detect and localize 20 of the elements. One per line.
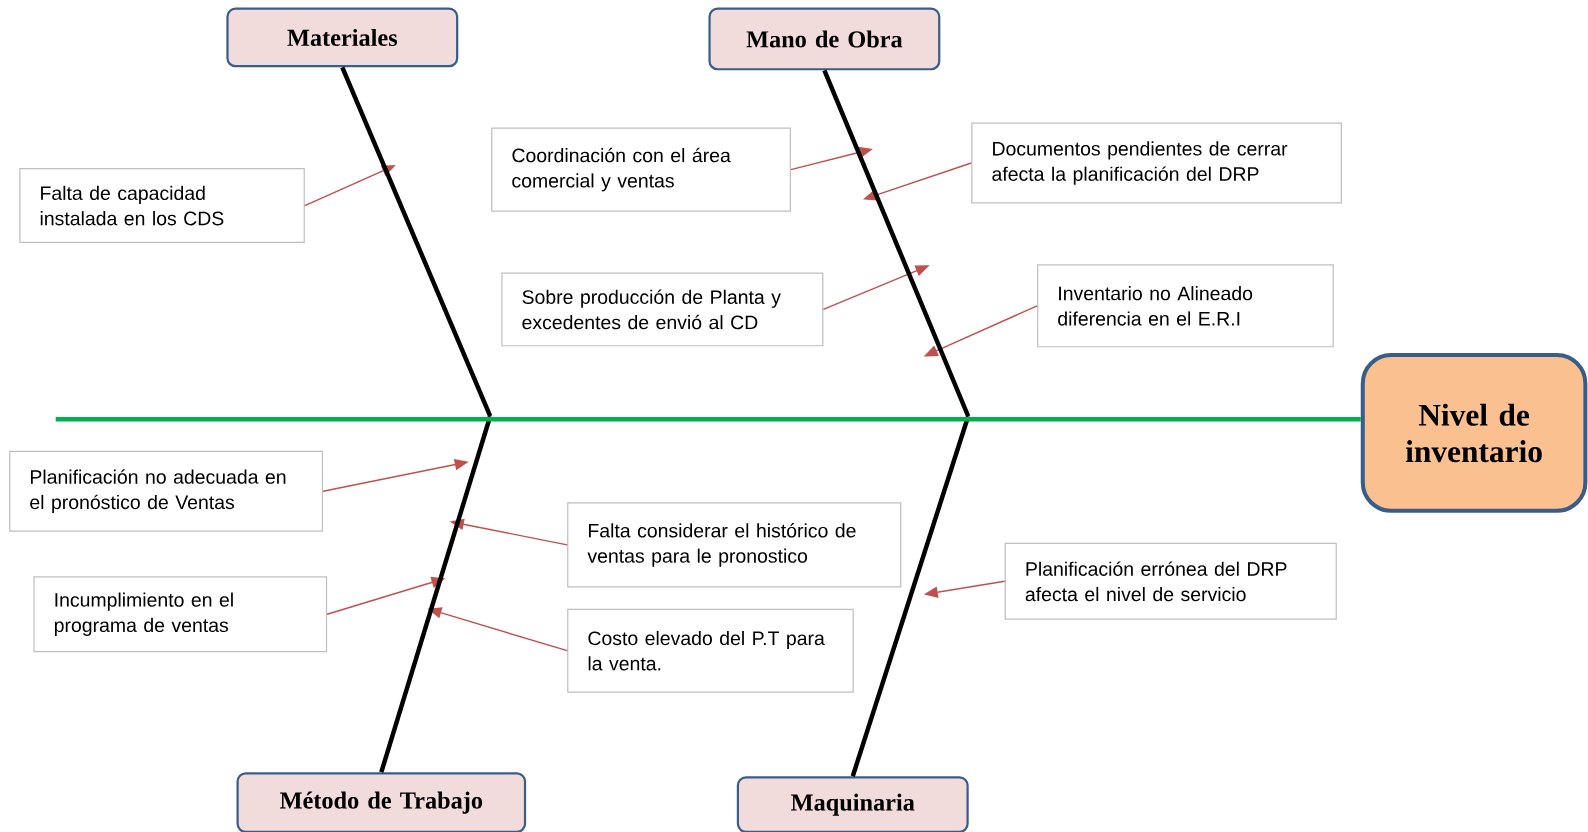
- cause-box: Sobre producción de Planta y excedentes de envió al CD: [501, 272, 824, 347]
- bone-line: [850, 415, 971, 777]
- cause-box: Falta considerar el histórico de ventas para le pronostico: [567, 502, 902, 588]
- cause-box: Costo elevado del P.T para la venta.: [567, 608, 854, 693]
- cause-box: Planificación errónea del DRP afecta el nivel de servicio: [1004, 542, 1337, 620]
- category-box: Mano de Obra: [708, 7, 941, 71]
- cause-box: Inventario no Alineado diferencia en el E.R.I: [1037, 264, 1334, 348]
- bone-line: [379, 415, 493, 773]
- category-box: Materiales: [226, 7, 459, 68]
- bone-line: [822, 69, 971, 417]
- cause-box: Documentos pendientes de cerrar afecta la planificación del DRP: [971, 122, 1342, 204]
- cause-box: Falta de capacidad instalada en los CDS: [19, 167, 305, 243]
- spine-line: [55, 416, 1361, 422]
- effect-box: Nivel de inventario: [1360, 352, 1588, 513]
- cause-box: Coordinación con el área comercial y ventas: [491, 127, 791, 212]
- category-box: Método de Trabajo: [236, 772, 527, 832]
- cause-box: Planificación no adecuada en el pronóstico de Ventas: [9, 450, 324, 532]
- category-box: Maquinaria: [736, 776, 969, 832]
- cause-box: Incumplimiento en el programa de ventas: [33, 576, 328, 652]
- bone-line: [340, 66, 493, 417]
